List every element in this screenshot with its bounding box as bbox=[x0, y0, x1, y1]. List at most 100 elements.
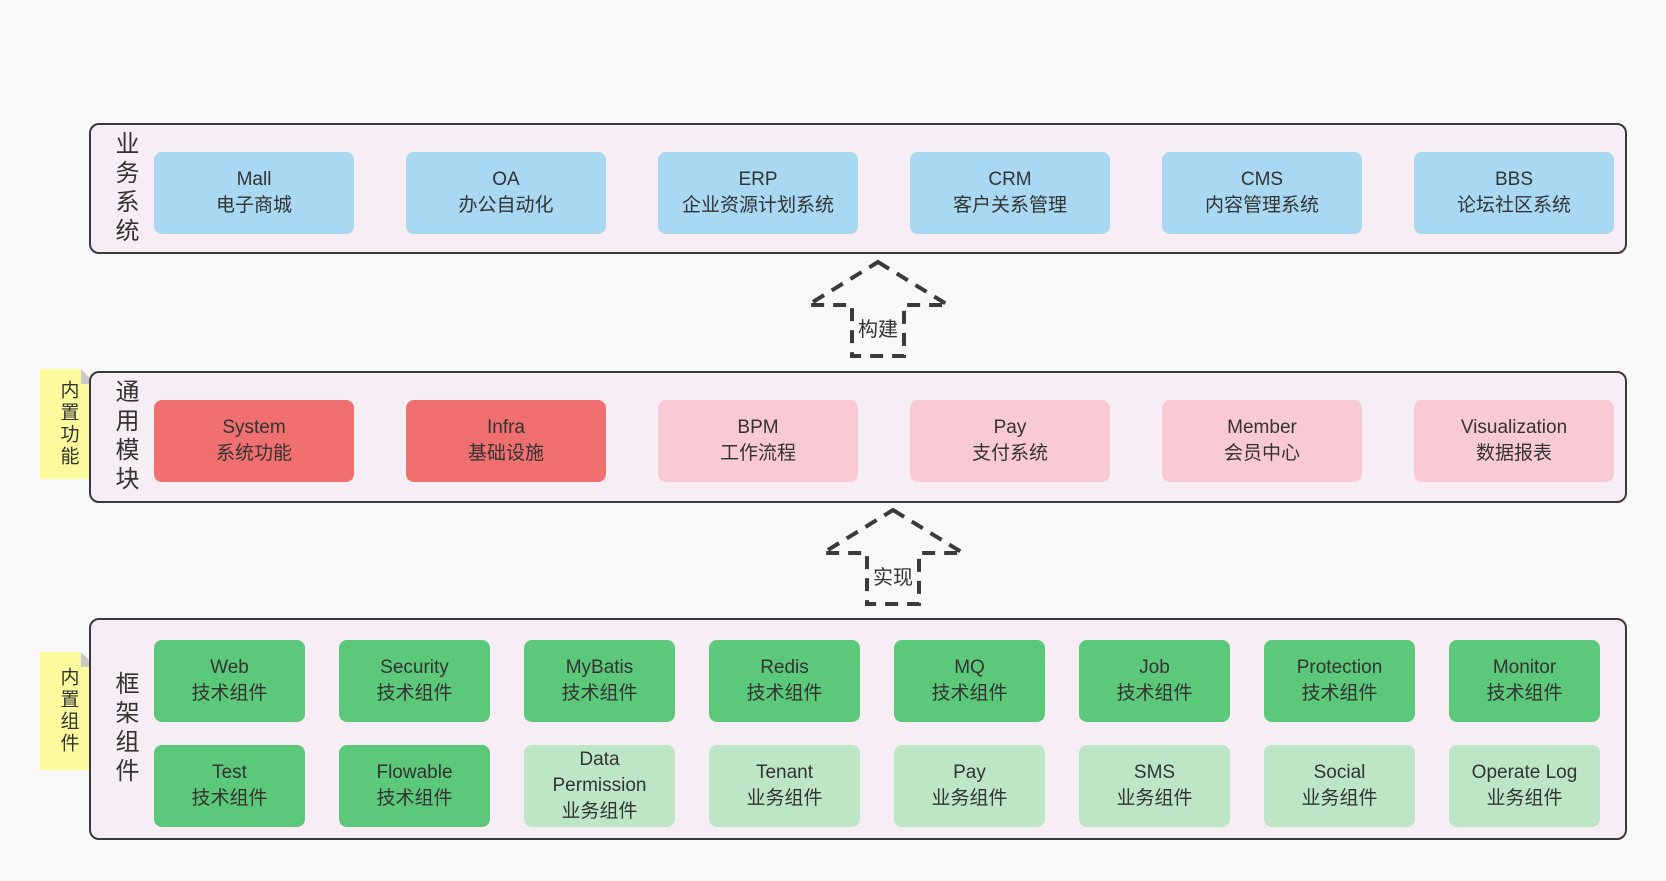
box-subtitle: 论坛社区系统 bbox=[1456, 195, 1571, 216]
box-subtitle: 技术组件 bbox=[561, 683, 638, 704]
framework-components-row-1: Web 技术组件 Security 技术组件 MyBatis 技术组件 Redi… bbox=[154, 640, 1600, 722]
diagram-box: MyBatis 技术组件 bbox=[524, 640, 675, 722]
box-subtitle: 支付系统 bbox=[971, 443, 1048, 464]
box-title: MyBatis bbox=[565, 657, 634, 678]
box-title: MQ bbox=[954, 657, 985, 678]
box-subtitle: 工作流程 bbox=[719, 443, 796, 464]
diagram-box: Operate Log 业务组件 bbox=[1449, 745, 1600, 827]
box-title: Flowable bbox=[376, 762, 453, 783]
box-subtitle: 业务组件 bbox=[1486, 788, 1563, 809]
diagram-box: Pay 业务组件 bbox=[894, 745, 1045, 827]
diagram-box: MQ 技术组件 bbox=[894, 640, 1045, 722]
box-title: Redis bbox=[760, 657, 809, 678]
box-title: BPM bbox=[737, 417, 779, 438]
arrow-label: 构建 bbox=[855, 313, 901, 342]
box-subtitle: 客户关系管理 bbox=[952, 195, 1067, 216]
box-subtitle: 技术组件 bbox=[376, 683, 453, 704]
box-subtitle: 业务组件 bbox=[931, 788, 1008, 809]
box-subtitle: 会员中心 bbox=[1223, 443, 1300, 464]
diagram-box: System 系统功能 bbox=[154, 400, 354, 482]
box-title: System bbox=[222, 417, 286, 438]
implement-arrow: 实现 bbox=[820, 506, 966, 608]
diagram-box: CRM 客户关系管理 bbox=[910, 152, 1110, 234]
box-title: CRM bbox=[988, 169, 1032, 190]
box-subtitle: 业务组件 bbox=[1301, 788, 1378, 809]
diagram-box: Social 业务组件 bbox=[1264, 745, 1415, 827]
diagram-box: Job 技术组件 bbox=[1079, 640, 1230, 722]
diagram-box: Web 技术组件 bbox=[154, 640, 305, 722]
diagram-box: Test 技术组件 bbox=[154, 745, 305, 827]
panel-title: 通用模块 bbox=[111, 379, 138, 495]
panel-title: 框架组件 bbox=[111, 671, 138, 787]
diagram-box: Monitor 技术组件 bbox=[1449, 640, 1600, 722]
dashed-up-arrow-icon bbox=[820, 507, 966, 606]
diagram-box: Infra 基础设施 bbox=[406, 400, 606, 482]
box-subtitle: 系统功能 bbox=[215, 443, 292, 464]
diagram-box: Protection 技术组件 bbox=[1264, 640, 1415, 722]
box-title: Infra bbox=[486, 417, 526, 438]
box-subtitle: 业务组件 bbox=[746, 788, 823, 809]
box-subtitle: 技术组件 bbox=[1486, 683, 1563, 704]
box-title: Mall bbox=[236, 169, 272, 190]
box-title: Protection bbox=[1296, 657, 1383, 678]
framework-components-panel: 框架组件 Web 技术组件 Security 技术组件 MyBatis 技术组件… bbox=[89, 618, 1627, 840]
box-title: CMS bbox=[1240, 169, 1284, 190]
diagram-box: Data Permission 业务组件 bbox=[524, 745, 675, 827]
box-subtitle: 技术组件 bbox=[746, 683, 823, 704]
box-title: Security bbox=[380, 657, 449, 678]
box-subtitle: 业务组件 bbox=[1116, 788, 1193, 809]
diagram-box: Redis 技术组件 bbox=[709, 640, 860, 722]
box-subtitle: 电子商城 bbox=[215, 195, 292, 216]
diagram-box: CMS 内容管理系统 bbox=[1162, 152, 1362, 234]
diagram-box: OA 办公自动化 bbox=[406, 152, 606, 234]
build-arrow: 构建 bbox=[805, 258, 951, 360]
diagram-box: Pay 支付系统 bbox=[910, 400, 1110, 482]
framework-components-row-2: Test 技术组件 Flowable 技术组件 Data Permission … bbox=[154, 745, 1600, 827]
box-title: Data Permission bbox=[552, 749, 647, 796]
diagram-box: Tenant 业务组件 bbox=[709, 745, 860, 827]
diagram-box: ERP 企业资源计划系统 bbox=[658, 152, 858, 234]
box-title: OA bbox=[492, 169, 520, 190]
box-subtitle: 办公自动化 bbox=[458, 195, 554, 216]
diagram-box: BBS 论坛社区系统 bbox=[1414, 152, 1614, 234]
box-title: Member bbox=[1227, 417, 1297, 438]
box-title: ERP bbox=[738, 169, 778, 190]
diagram-box: Flowable 技术组件 bbox=[339, 745, 490, 827]
sticky-note-text: 内置功能 bbox=[57, 380, 79, 468]
box-subtitle: 内容管理系统 bbox=[1204, 195, 1319, 216]
business-systems-row: Mall 电子商城 OA 办公自动化 ERP 企业资源计划系统 CRM 客户关系… bbox=[154, 152, 1614, 234]
box-title: Web bbox=[210, 657, 249, 678]
box-title: Job bbox=[1139, 657, 1170, 678]
sticky-note-built-in-components: 内置组件 bbox=[40, 652, 96, 770]
diagram-box: Mall 电子商城 bbox=[154, 152, 354, 234]
sticky-note-text: 内置组件 bbox=[57, 667, 79, 755]
diagram-box: Visualization 数据报表 bbox=[1414, 400, 1614, 482]
diagram-box: SMS 业务组件 bbox=[1079, 745, 1230, 827]
box-subtitle: 基础设施 bbox=[467, 443, 544, 464]
box-title: Monitor bbox=[1492, 657, 1557, 678]
panel-title: 业务系统 bbox=[111, 130, 138, 247]
box-title: Operate Log bbox=[1471, 762, 1578, 783]
box-subtitle: 技术组件 bbox=[376, 788, 453, 809]
sticky-note-built-in-features: 内置功能 bbox=[40, 369, 96, 479]
box-subtitle: 技术组件 bbox=[191, 788, 268, 809]
box-title: Test bbox=[212, 762, 247, 783]
common-modules-panel: 通用模块 System 系统功能 Infra 基础设施 BPM 工作流程 Pay… bbox=[89, 371, 1627, 503]
box-title: Tenant bbox=[755, 762, 814, 783]
box-subtitle: 技术组件 bbox=[1116, 683, 1193, 704]
common-modules-row: System 系统功能 Infra 基础设施 BPM 工作流程 Pay 支付系统… bbox=[154, 400, 1614, 482]
business-systems-panel: 业务系统 Mall 电子商城 OA 办公自动化 ERP 企业资源计划系统 CRM… bbox=[89, 123, 1627, 254]
box-title: SMS bbox=[1133, 762, 1176, 783]
box-subtitle: 技术组件 bbox=[191, 683, 268, 704]
box-title: Visualization bbox=[1460, 417, 1568, 438]
diagram-box: Security 技术组件 bbox=[339, 640, 490, 722]
box-subtitle: 技术组件 bbox=[931, 683, 1008, 704]
box-subtitle: 业务组件 bbox=[561, 801, 638, 822]
box-subtitle: 数据报表 bbox=[1475, 443, 1552, 464]
box-title: Pay bbox=[993, 417, 1027, 438]
arrow-label: 实现 bbox=[870, 561, 916, 590]
box-title: Pay bbox=[953, 762, 986, 783]
box-title: Social bbox=[1313, 762, 1366, 783]
dashed-up-arrow-icon bbox=[805, 259, 951, 358]
